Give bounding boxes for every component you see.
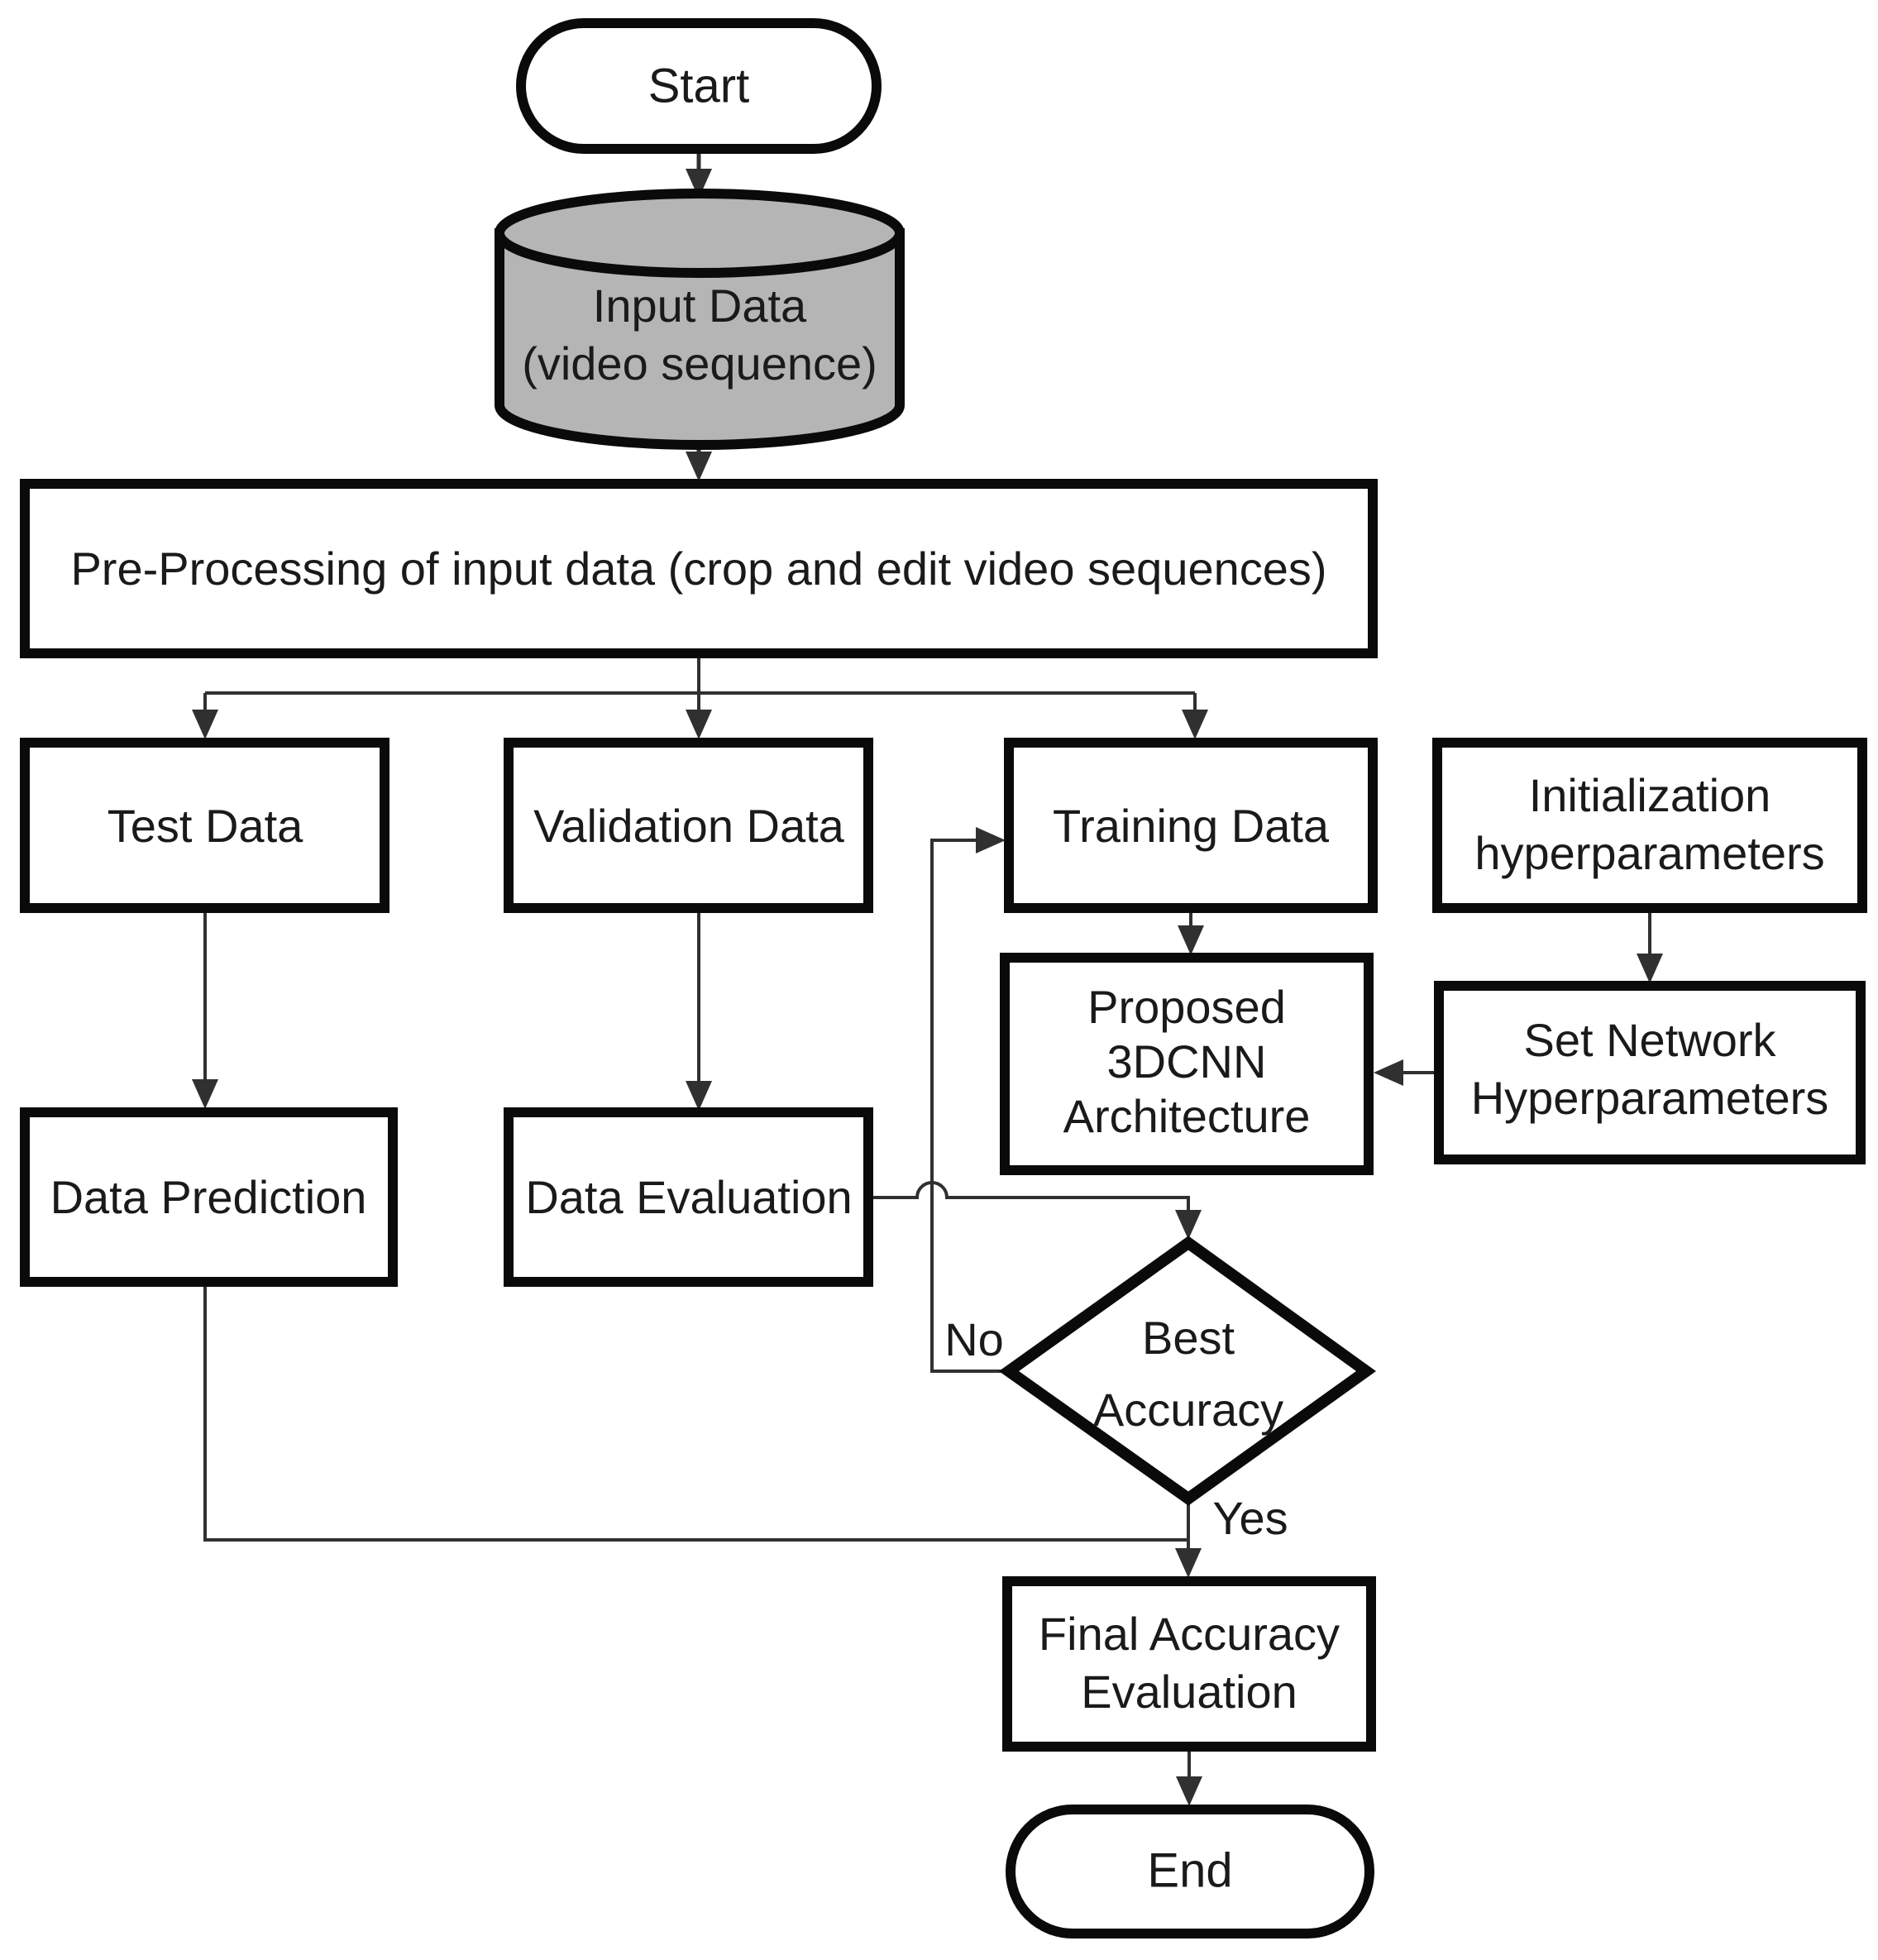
proposed-3dcnn-label-line2: 3DCNN <box>1107 1035 1267 1088</box>
initialization-label-line1: Initialization <box>1529 769 1771 821</box>
proposed-3dcnn-label-line1: Proposed <box>1087 981 1286 1033</box>
edge-setnetwork-to-3dcnn <box>1374 1059 1439 1086</box>
end-terminator: End <box>1006 1805 1374 1938</box>
test-data-box: Test Data <box>20 738 389 913</box>
data-prediction-label: Data Prediction <box>50 1171 367 1223</box>
edge-final-to-end <box>1176 1747 1202 1806</box>
edge-evaluation-to-decision <box>868 1181 1202 1240</box>
proposed-3dcnn-box: Proposed 3DCNN Architecture <box>1000 953 1374 1175</box>
start-label: Start <box>648 59 750 112</box>
edge-no-feedback-to-training <box>930 827 1009 1373</box>
end-label: End <box>1147 1843 1232 1897</box>
preprocessing-box: Pre-Processing of input data (crop and e… <box>20 479 1378 658</box>
initialization-hyperparameters-box: Initialization hyperparameters <box>1432 738 1867 913</box>
edge-prediction-to-yes-line <box>203 1282 1188 1542</box>
edge-validation-to-evaluation <box>686 908 712 1111</box>
preprocessing-label: Pre-Processing of input data (crop and e… <box>70 543 1326 595</box>
start-terminator: Start <box>516 18 882 154</box>
edge-training-to-3dcnn <box>1178 908 1204 955</box>
input-data-label-line1: Input Data <box>593 280 807 332</box>
best-accuracy-label-line1: Best <box>1142 1312 1235 1364</box>
input-data-cylinder: Input Data (video sequence) <box>495 189 905 450</box>
input-data-label-line2: (video sequence) <box>522 337 877 390</box>
validation-data-label: Validation Data <box>533 800 845 852</box>
edge-label-no: No <box>944 1313 1004 1365</box>
best-accuracy-label-line2: Accuracy <box>1093 1384 1283 1436</box>
proposed-3dcnn-label-line3: Architecture <box>1063 1090 1311 1142</box>
edge-yes-to-final <box>1175 1499 1202 1578</box>
final-accuracy-label-line1: Final Accuracy <box>1039 1608 1340 1660</box>
data-prediction-box: Data Prediction <box>20 1107 398 1287</box>
final-accuracy-box: Final Accuracy Evaluation <box>1002 1576 1376 1752</box>
edge-preprocessing-branch <box>192 653 1208 739</box>
data-evaluation-label: Data Evaluation <box>525 1171 852 1223</box>
data-evaluation-box: Data Evaluation <box>504 1107 873 1287</box>
set-network-label-line1: Set Network <box>1524 1014 1777 1066</box>
edge-initialization-to-setnetwork <box>1637 908 1663 983</box>
set-network-hyperparameters-box: Set Network Hyperparameters <box>1434 981 1866 1164</box>
final-accuracy-label-line2: Evaluation <box>1081 1666 1297 1718</box>
test-data-label: Test Data <box>108 800 303 852</box>
training-data-label: Training Data <box>1053 800 1330 852</box>
edge-test-to-prediction <box>192 908 218 1109</box>
training-data-box: Training Data <box>1004 738 1378 913</box>
edge-label-yes: Yes <box>1212 1492 1288 1544</box>
validation-data-box: Validation Data <box>504 738 873 913</box>
best-accuracy-decision: Best Accuracy <box>998 1236 1376 1506</box>
set-network-label-line2: Hyperparameters <box>1471 1072 1829 1124</box>
initialization-label-line2: hyperparameters <box>1474 827 1824 879</box>
